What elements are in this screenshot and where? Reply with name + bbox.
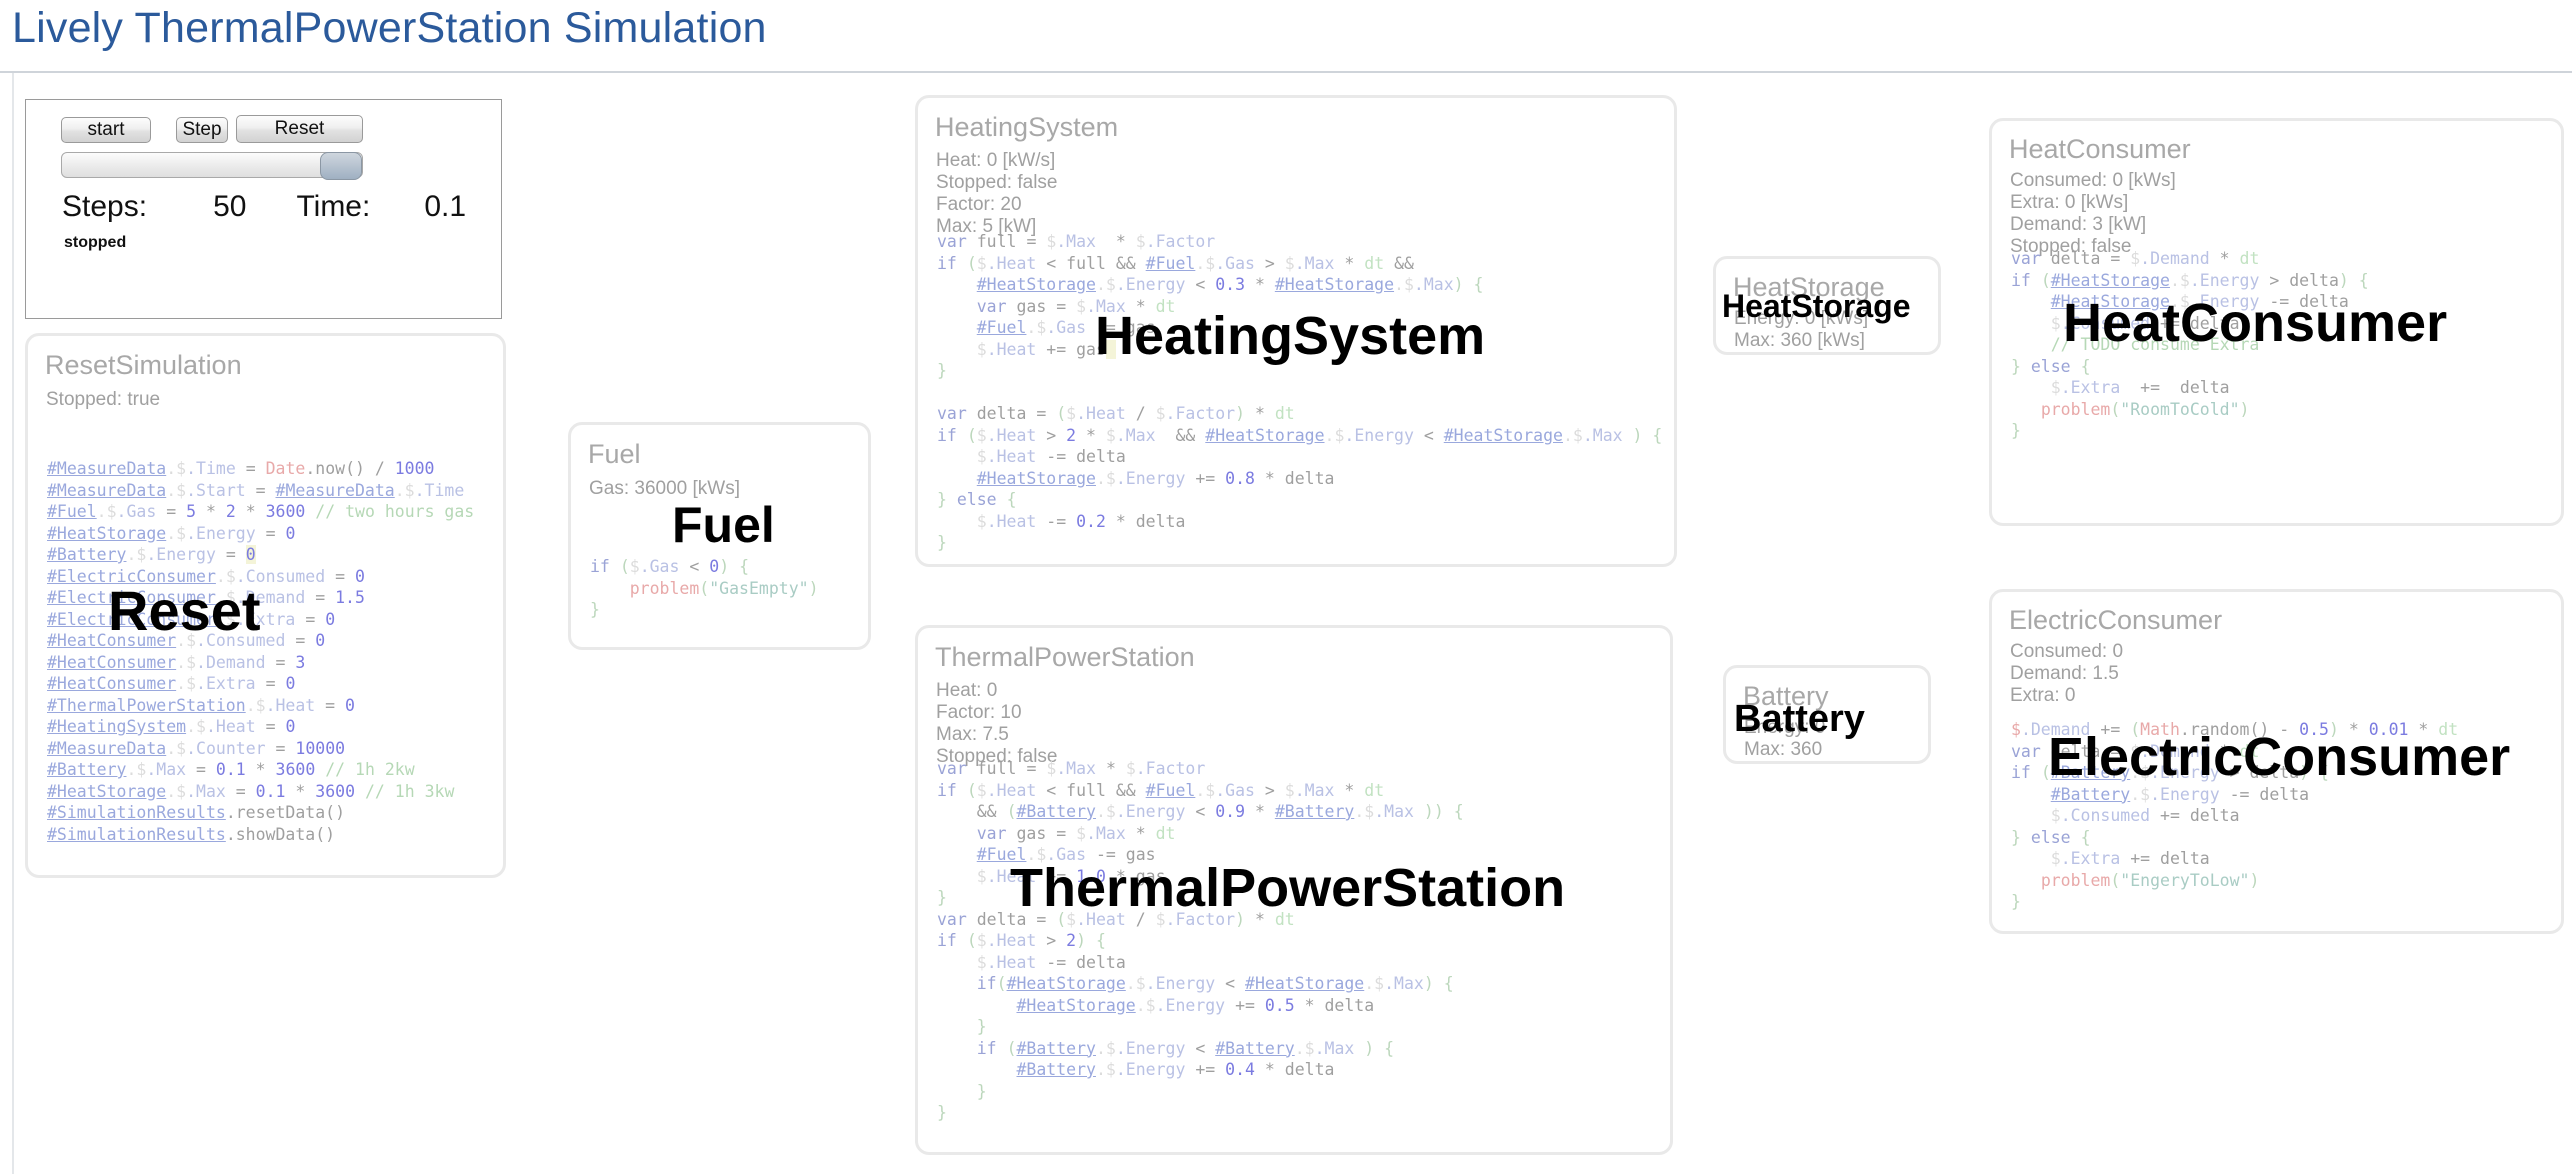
panel-properties: Gas: 36000 [kWs]: [589, 478, 741, 499]
panel-code[interactable]: if ($.Gas < 0) { problem("GasEmpty") }: [590, 557, 819, 619]
panel-reset-simulation[interactable]: ResetSimulation Stopped: true #MeasureDa…: [25, 333, 506, 878]
panel-heat-consumer[interactable]: HeatConsumer Consumed: 0 [kWs] Extra: 0 …: [1989, 118, 2564, 526]
panel-electric-consumer[interactable]: ElectricConsumer Consumed: 0 Demand: 1.5…: [1989, 589, 2564, 934]
panel-title: ThermalPowerStation: [935, 642, 1195, 672]
panel-code[interactable]: var full = $.Max * $.Factor if ($.Heat <…: [937, 232, 1663, 552]
panel-code[interactable]: $.Demand += (Math.random() - 0.5) * 0.01…: [2011, 720, 2459, 911]
panel-properties: Stopped: true: [46, 389, 161, 410]
panel-title: Battery: [1743, 681, 1829, 711]
panel-properties: Heat: 0 Factor: 10 Max: 7.5 Stopped: fal…: [936, 680, 1058, 767]
panel-properties: Consumed: 0 [kWs] Extra: 0 [kWs] Demand:…: [2010, 170, 2176, 257]
time-value: 0.1: [424, 190, 467, 223]
status-text: stopped: [64, 234, 127, 251]
panel-code[interactable]: var full = $.Max * $.Factor if ($.Heat <…: [937, 759, 1464, 1122]
panel-properties: Energy: 0 [kWs] Max: 360 [kWs]: [1734, 308, 1869, 351]
panel-properties: Energy: 0 Max: 360: [1744, 717, 1826, 760]
page-title: Lively ThermalPowerStation Simulation: [12, 4, 767, 52]
panel-heating-system[interactable]: HeatingSystem Heat: 0 [kW/s] Stopped: fa…: [915, 95, 1677, 567]
panel-heat-storage[interactable]: HeatStorage Energy: 0 [kWs] Max: 360 [kW…: [1713, 256, 1941, 355]
slider-thumb[interactable]: [320, 152, 362, 180]
panel-properties: Heat: 0 [kW/s] Stopped: false Factor: 20…: [936, 150, 1058, 237]
panel-battery[interactable]: Battery Energy: 0 Max: 360: [1723, 665, 1931, 764]
steps-value: 50: [213, 190, 247, 223]
panel-code[interactable]: #MeasureData.$.Time = Date.now() / 1000 …: [47, 459, 475, 844]
simulation-control-panel: start Step Reset Steps: 50 Time: 0.1 stoppe…: [25, 99, 502, 319]
panel-title: ResetSimulation: [45, 350, 242, 380]
time-label: Time:: [296, 190, 371, 223]
panel-title: ElectricConsumer: [2009, 605, 2223, 635]
start-button[interactable]: start: [61, 117, 151, 143]
speed-slider[interactable]: [61, 152, 363, 180]
reset-button[interactable]: Reset: [236, 115, 363, 143]
panel-fuel[interactable]: Fuel Gas: 36000 [kWs] if ($.Gas < 0) { p…: [568, 422, 871, 650]
panel-properties: Consumed: 0 Demand: 1.5 Extra: 0: [2010, 641, 2124, 706]
steps-label: Steps:: [62, 190, 148, 223]
panel-code[interactable]: var delta = $.Demand * dt if (#HeatStora…: [2011, 249, 2369, 440]
step-button[interactable]: Step: [176, 117, 228, 143]
panel-title: HeatConsumer: [2009, 134, 2191, 164]
panel-title: HeatStorage: [1733, 272, 1885, 302]
simulation-stats: Steps: 50 Time: 0.1: [62, 190, 466, 224]
panel-title: Fuel: [588, 439, 641, 469]
panel-title: HeatingSystem: [935, 112, 1119, 142]
header-divider: [0, 71, 2572, 73]
panel-thermal-power-station[interactable]: ThermalPowerStation Heat: 0 Factor: 10 M…: [915, 625, 1673, 1155]
left-margin-rule: [12, 73, 14, 1174]
